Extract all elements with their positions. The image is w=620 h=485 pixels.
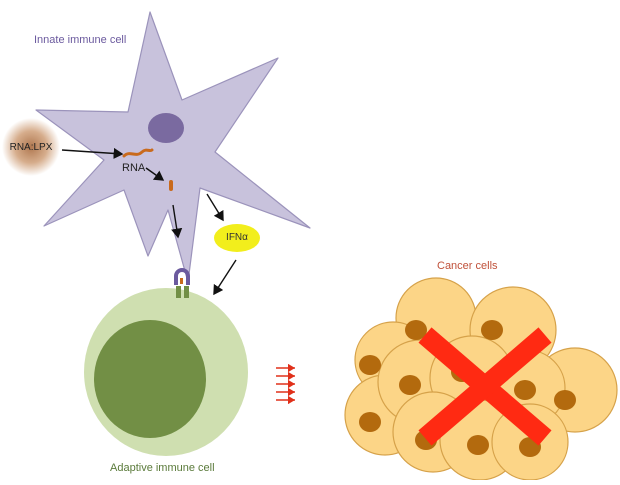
arrow-lpx-to-cell	[61, 147, 124, 160]
ifn-label: IFNα	[226, 232, 248, 243]
rna-lpx-particle	[2, 118, 60, 176]
arrow-rna-to-fragment	[145, 167, 165, 181]
arrow-to-receptor	[171, 204, 183, 239]
innate-immune-cell	[35, 11, 311, 283]
tcr-receptor-left	[176, 286, 181, 298]
activation-arrows	[276, 363, 295, 405]
antigen-peptide	[180, 278, 183, 284]
rna-lpx-label: RNA:LPX	[9, 142, 53, 153]
arrow-ifn-to-adaptive	[213, 259, 237, 296]
cancer-cells-label: Cancer cells	[437, 260, 498, 272]
tcr-receptor-right	[184, 286, 189, 298]
rna-fragment	[169, 180, 173, 191]
innate-cell-label: Innate immune cell	[34, 34, 127, 46]
innate-cell-nucleus	[148, 113, 184, 143]
arrow-to-ifn	[206, 193, 224, 222]
adaptive-cell-label: Adaptive immune cell	[110, 462, 215, 474]
rna-strand	[122, 148, 154, 158]
rna-label: RNA	[122, 162, 146, 174]
adaptive-cell-nucleus	[94, 320, 206, 438]
elimination-cross	[418, 327, 552, 446]
ifn-alpha	[214, 224, 260, 252]
mhc-presenter	[174, 268, 190, 285]
